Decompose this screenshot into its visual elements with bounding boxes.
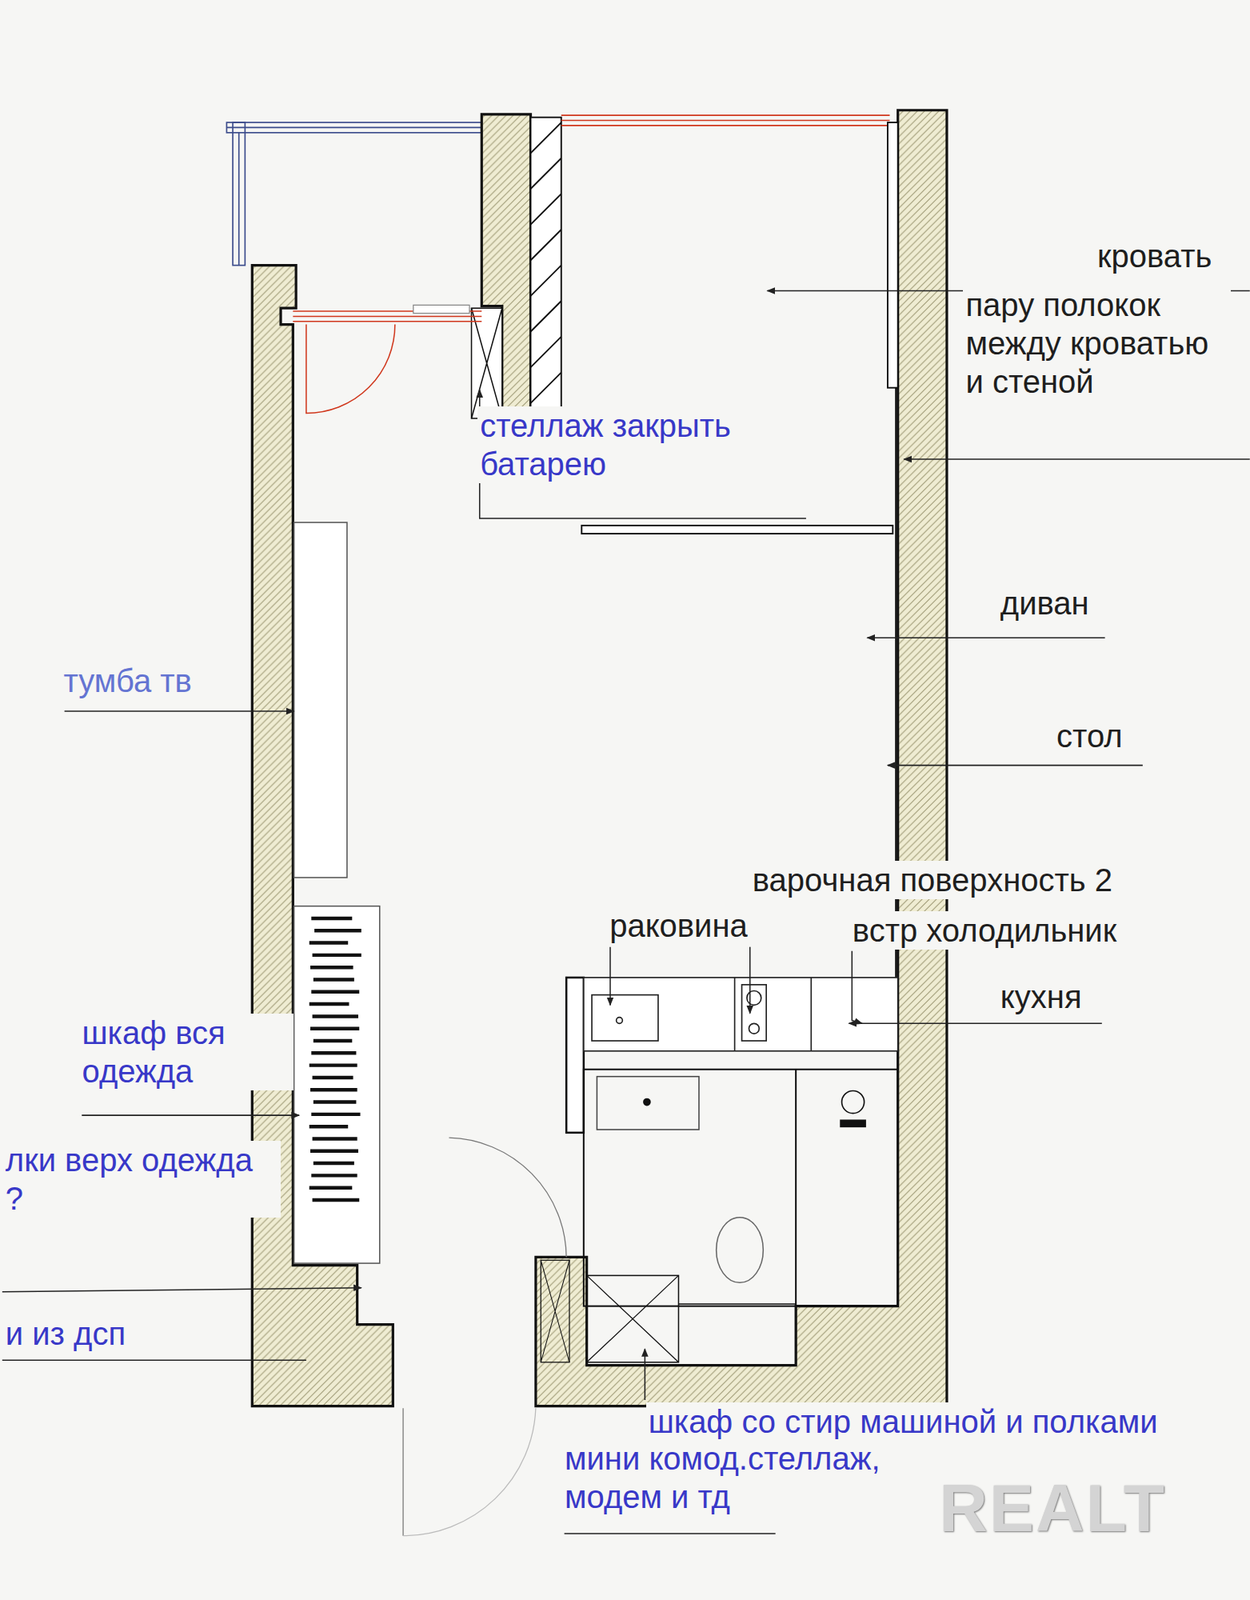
furniture — [294, 522, 380, 1263]
wardrobe-note: шкаф вся одежда — [79, 1013, 295, 1091]
watermark: REALT — [936, 1467, 1169, 1549]
rack-note: стеллаж закрыть батарею — [477, 406, 774, 484]
door — [403, 1137, 567, 1535]
shelves-note: лки верх одежда ? — [3, 1140, 281, 1218]
bathroom — [540, 1069, 898, 1362]
hob-label: варочная поверхность 2 — [750, 860, 1115, 899]
balcony — [226, 122, 482, 266]
shelf-note: пару полокок между кроватью и стеной — [962, 285, 1231, 401]
tv-stand-label: тумба тв — [61, 661, 195, 700]
table-label: стол — [1054, 716, 1126, 755]
window-sill — [413, 304, 470, 313]
kitchen-label: кухня — [998, 977, 1085, 1016]
hangers — [309, 918, 362, 1200]
material-note: и из дсп — [3, 1313, 128, 1353]
leader-lines — [2, 291, 1250, 1534]
radiator — [531, 117, 562, 414]
shelf-box — [471, 307, 503, 419]
kitchen — [566, 977, 899, 1133]
sofa-label: диван — [998, 583, 1092, 623]
sink-label: раковина — [607, 906, 751, 945]
fridge-label: встр холодильник — [850, 910, 1119, 950]
bed-label: кровать — [1094, 236, 1215, 276]
storage-note: мини комод.стеллаж, модем и тд — [562, 1438, 915, 1516]
laundry-note: шкаф со стир машиной и полками — [646, 1401, 1161, 1441]
window — [292, 115, 890, 413]
walls — [251, 110, 947, 1406]
